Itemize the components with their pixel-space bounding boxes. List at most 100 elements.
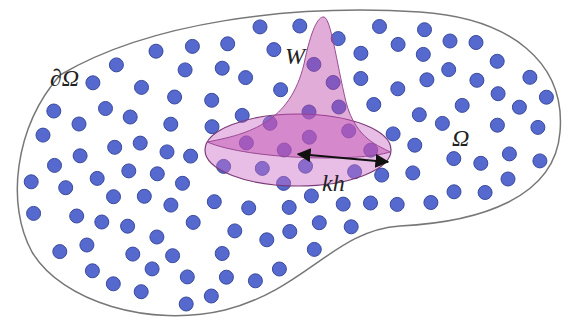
particle [293,19,307,33]
particle [470,73,484,87]
particle [207,195,221,209]
particle [412,108,426,122]
particle [455,98,469,112]
particle [107,190,121,204]
particle [219,270,233,284]
particle [149,44,163,58]
particle [186,215,200,229]
particle [539,90,553,104]
particle [178,63,192,77]
domain-label: Ω [452,126,469,150]
particle [85,264,99,278]
particle [442,63,456,77]
particle [367,98,381,112]
particle [228,224,242,238]
particle [27,206,41,220]
particle [491,87,505,101]
particle [469,36,483,50]
particle [205,93,219,107]
particle [180,270,194,284]
particle [420,73,434,87]
particle [391,37,405,51]
particle [123,110,137,124]
particle [424,196,438,210]
particle [512,100,526,114]
particle [164,198,178,212]
particle [373,20,387,34]
particle [185,39,199,53]
particle [168,90,182,104]
particle [418,23,432,37]
particle [406,166,420,180]
particle [126,247,140,261]
particle [242,201,256,215]
particle [354,72,368,86]
particle [133,136,147,150]
particle [447,185,461,199]
particle [137,189,151,203]
particle [150,167,164,181]
particle [502,147,516,161]
particle-group [24,19,553,311]
particle [135,80,149,94]
smoothing-length-label: kh [322,171,345,195]
particle [490,54,504,68]
particle [474,156,488,170]
particle [221,37,235,51]
particle [215,247,229,261]
particle [307,242,321,256]
particle [416,47,430,61]
particle [408,138,422,152]
particle [364,196,378,210]
particle [435,116,449,130]
particle [267,43,281,57]
particle [204,289,218,303]
radius-arrow [298,154,388,162]
particle [166,249,180,263]
particle [447,152,461,166]
particle [160,145,174,159]
particle [312,216,326,230]
particle [134,285,148,299]
particle [272,262,286,276]
particle [95,215,109,229]
particle [533,154,547,168]
particle [150,230,164,244]
kernel-bell [207,17,390,158]
particle [99,102,113,116]
particle [109,58,123,72]
particle [72,117,86,131]
particle [478,186,492,200]
boundary-label: ∂Ω [50,66,79,90]
particle [70,209,84,223]
particle [304,189,318,203]
particle [80,238,94,252]
particle [390,197,404,211]
particle [260,233,274,247]
particle [90,171,104,185]
particle [443,34,457,48]
particle [239,71,253,85]
particle [501,172,515,186]
particle [108,140,122,154]
particle [274,83,288,97]
particle [145,262,159,276]
particle [121,219,135,233]
particle [282,200,296,214]
particle [53,245,67,259]
particle [523,70,537,84]
particle [344,220,358,234]
particle [24,175,38,189]
particle [336,197,350,211]
particle [248,274,262,288]
particle [59,181,73,195]
particle [36,128,50,142]
particle [354,46,368,60]
particle [122,164,136,178]
particle [73,149,87,163]
particle [184,149,198,163]
particle [375,168,389,182]
particle [386,127,400,141]
